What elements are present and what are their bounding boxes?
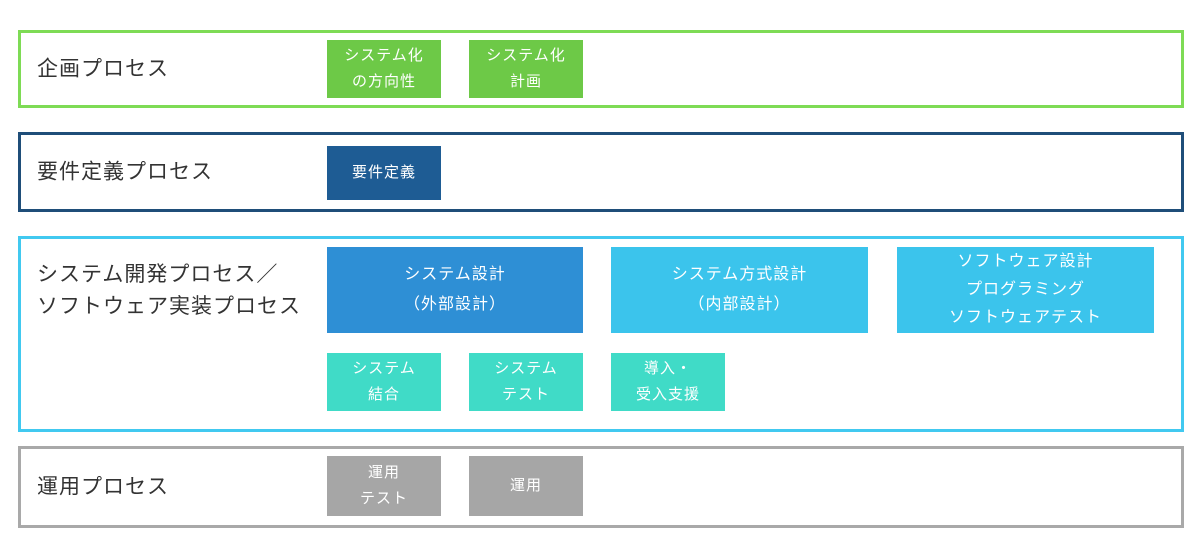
process-box-requirements-definition: 要件定義 — [327, 146, 441, 200]
process-box-systemization-plan: システム化 計画 — [469, 40, 583, 98]
section-development-process: システム開発プロセス／ ソフトウェア実装プロセス システム設計 （外部設計） シ… — [18, 236, 1184, 432]
section-label-planning: 企画プロセス — [37, 57, 169, 81]
section-requirements-process: 要件定義プロセス 要件定義 — [18, 132, 1184, 212]
process-box-system-test: システム テスト — [469, 353, 583, 411]
process-box-system-architecture-internal: システム方式設計 （内部設計） — [611, 247, 868, 333]
section-label-operation: 運用プロセス — [37, 475, 169, 499]
process-box-deployment-acceptance-support: 導入・ 受入支援 — [611, 353, 725, 411]
process-box-operation: 運用 — [469, 456, 583, 516]
section-operation-process: 運用プロセス 運用 テスト 運用 — [18, 446, 1184, 528]
section-planning-process: 企画プロセス システム化 の方向性 システム化 計画 — [18, 30, 1184, 108]
process-box-software-design-programming-test: ソフトウェア設計 プログラミング ソフトウェアテスト — [897, 247, 1154, 333]
process-box-operation-test: 運用 テスト — [327, 456, 441, 516]
process-box-systemization-direction: システム化 の方向性 — [327, 40, 441, 98]
section-label-requirements: 要件定義プロセス — [37, 160, 213, 184]
process-box-system-integration: システム 結合 — [327, 353, 441, 411]
section-label-development: システム開発プロセス／ ソフトウェア実装プロセス — [37, 263, 301, 318]
process-box-system-design-external: システム設計 （外部設計） — [327, 247, 583, 333]
